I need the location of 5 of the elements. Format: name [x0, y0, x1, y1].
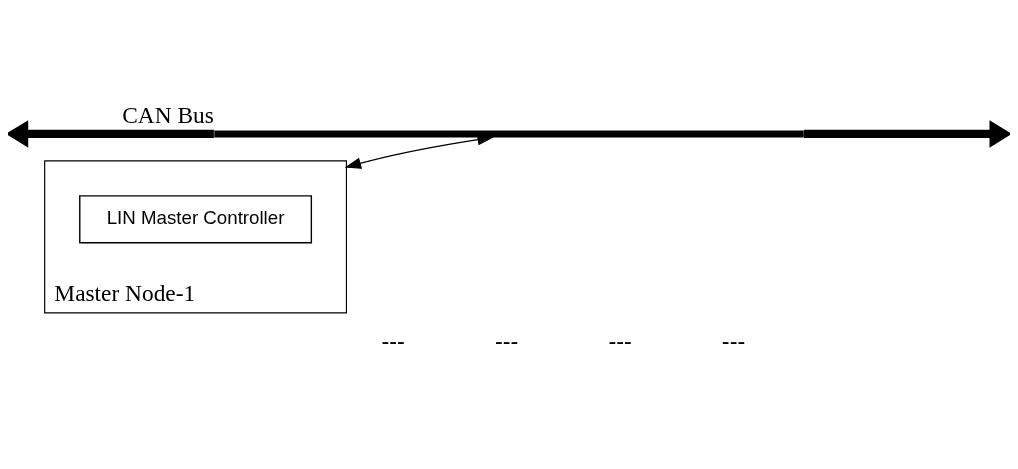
label: --- [608, 328, 632, 355]
node-label: CAN Bus [122, 102, 214, 129]
label: --- [381, 328, 405, 355]
label: --- [721, 328, 746, 355]
label: --- [494, 328, 519, 355]
